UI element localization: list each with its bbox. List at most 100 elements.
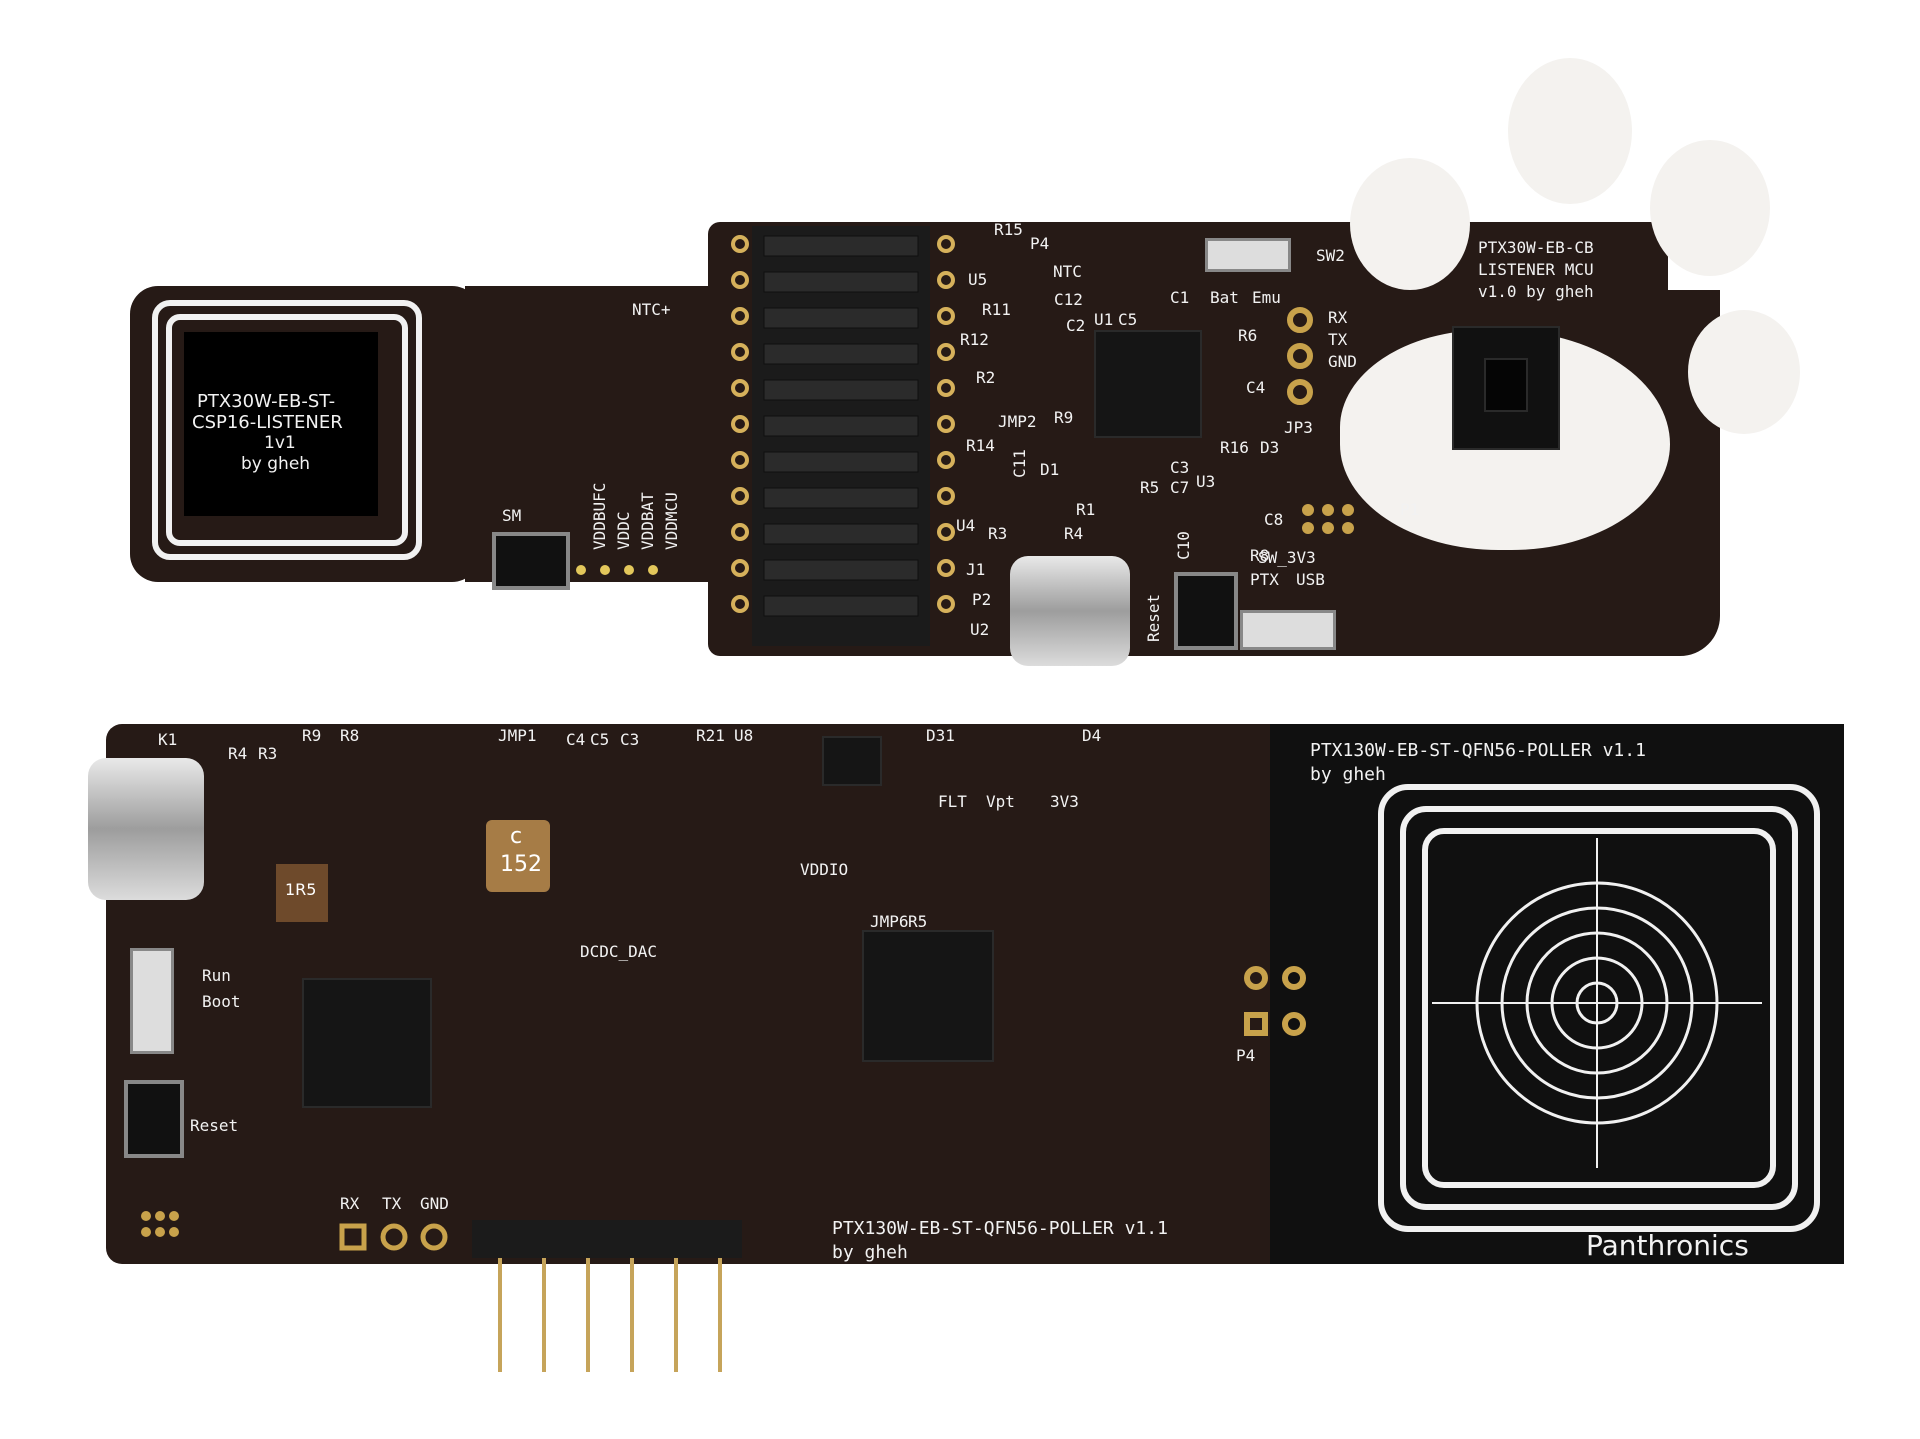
poller-label-run: Run: [202, 966, 231, 985]
poller-target-circles: [1432, 838, 1762, 1168]
listener-ptx-label: PTX: [1250, 570, 1279, 589]
poller-label-boot: Boot: [202, 992, 241, 1011]
designator-r1: R1: [1076, 500, 1096, 519]
poller-antenna-coil-outer: [1378, 784, 1820, 1232]
listener-ntc-label: NTC: [1053, 262, 1082, 281]
designator-u5: U5: [968, 270, 988, 289]
designator-p2: P2: [972, 590, 992, 609]
mcu-label-line1: PTX30W-EB-CB: [1478, 238, 1594, 257]
poller-nfc-ic: [862, 930, 994, 1062]
designator-u2: U2: [970, 620, 990, 639]
poller-antenna-coil-middle: [1400, 806, 1798, 1210]
poller-label-gnd: GND: [420, 1194, 449, 1213]
poller-designator-jmp1: JMP1: [498, 726, 537, 745]
designator-c3: C3: [1170, 458, 1190, 477]
listener-slide-switch-bottom[interactable]: [1240, 610, 1336, 650]
designator-r5: R5: [1140, 478, 1160, 497]
paw-toe-1: [1350, 158, 1470, 290]
listener-sensor-ic: [1484, 358, 1528, 412]
designator-d3: D3: [1260, 438, 1280, 457]
designator-u1: U1: [1094, 310, 1114, 329]
poller-label-vddio: VDDIO: [800, 860, 849, 879]
poller-run-boot-switch[interactable]: [130, 948, 174, 1054]
designator-r4: R4: [1064, 524, 1084, 543]
designator-r2: R2: [976, 368, 996, 387]
poller-label-rx: RX: [340, 1194, 360, 1213]
listener-vdd-label-2: VDDC: [614, 511, 633, 550]
antenna-coil-middle: [166, 314, 408, 546]
antenna-fill: [184, 332, 378, 516]
antenna-label-line2: CSP16-LISTENER: [192, 412, 343, 433]
designator-r14: R14: [966, 436, 995, 455]
designator-c12: C12: [1054, 290, 1083, 309]
poller-usb-c-port[interactable]: [88, 758, 204, 900]
designator-j1: J1: [966, 560, 986, 579]
poller-designator-r9: R9: [302, 726, 322, 745]
poller-label-vpt: Vpt: [986, 792, 1015, 811]
poller-inductor-l2: [276, 864, 328, 922]
poller-title-right-line1: PTX130W-EB-ST-QFN56-POLLER v1.1: [1310, 740, 1646, 761]
listener-reset-button[interactable]: [1174, 572, 1238, 650]
designator-r11: R11: [982, 300, 1011, 319]
poller-rf-pads: [1244, 966, 1306, 1036]
poller-title-right-line2: by gheh: [1310, 764, 1386, 785]
designator-r3: R3: [988, 524, 1008, 543]
listener-pin-header-rows: [763, 235, 919, 617]
poller-designator-c4: C4: [566, 730, 586, 749]
poller-inductor-l1-top: c: [510, 824, 523, 849]
designator-d1: D1: [1040, 460, 1060, 479]
poller-designator-d4: D4: [1082, 726, 1102, 745]
poller-designator-r8: R8: [340, 726, 360, 745]
listener-reset-label: Reset: [1144, 593, 1163, 642]
poller-designator-u8: U8: [734, 726, 754, 745]
listener-bat-label: Bat: [1210, 288, 1239, 307]
poller-reset-button[interactable]: [124, 1080, 184, 1158]
listener-slide-switch-top[interactable]: [1205, 238, 1291, 272]
antenna-label-line3: 1v1: [264, 433, 296, 453]
paw-toe-3: [1650, 140, 1770, 276]
antenna-label-line1: PTX30W-EB-ST-: [197, 391, 336, 412]
listener-vdd-label-1: VDDBUFC: [590, 482, 609, 550]
designator-c4: C4: [1246, 378, 1266, 397]
poller-inductor-l2-label: 1R5: [285, 880, 317, 899]
antenna-label-line4: by gheh: [241, 454, 311, 474]
poller-pin-header: [472, 1220, 742, 1258]
poller-designator-r21: R21: [696, 726, 725, 745]
designator-c5: C5: [1118, 310, 1138, 329]
poller-designator-u5: R5: [908, 912, 928, 931]
poller-brand: Panthronics: [1586, 1229, 1749, 1262]
poller-designator-d31: D31: [926, 726, 955, 745]
listener-sm-button[interactable]: [492, 532, 570, 590]
poller-antenna-area: [1270, 724, 1844, 1264]
designator-u3: U3: [1196, 472, 1216, 491]
designator-r9: R9: [1054, 408, 1074, 427]
poller-label-3v3: 3V3: [1050, 792, 1079, 811]
poller-antenna-coil-inner: [1422, 828, 1776, 1188]
designator-c1: C1: [1170, 288, 1190, 307]
listener-usb-c-port[interactable]: [1010, 556, 1130, 666]
designator-jp3: JP3: [1284, 418, 1313, 437]
designator-c10: C10: [1174, 531, 1193, 560]
designator-p1: P1: [1400, 500, 1420, 519]
poller-uart-pads: [339, 1223, 448, 1251]
designator-sw2: SW2: [1316, 246, 1345, 265]
designator-r8: R8: [1250, 546, 1270, 565]
designator-r15: R15: [994, 220, 1023, 239]
poller-small-ic: [822, 736, 882, 786]
poller-mcu: [302, 978, 432, 1108]
paw-toe-2: [1508, 58, 1632, 204]
poller-designator-k1: K1: [158, 730, 178, 749]
designator-c8: C8: [1264, 510, 1284, 529]
listener-probe-pads: [1302, 504, 1354, 534]
mcu-label-line2: LISTENER MCU: [1478, 260, 1594, 279]
poller-label-dcdc-dac: DCDC_DAC: [580, 942, 658, 961]
listener-gnd-label: GND: [1328, 352, 1357, 371]
listener-vdd-label-4: VDDMCU: [662, 492, 681, 550]
poller-designator-r4: R4: [228, 744, 248, 763]
poller-label-tx: TX: [382, 1194, 402, 1213]
poller-designator-r3: R3: [258, 744, 278, 763]
designator-p4: P4: [1030, 234, 1050, 253]
designator-c2: C2: [1066, 316, 1086, 335]
designator-c7: C7: [1170, 478, 1190, 497]
listener-tx-label: TX: [1328, 330, 1348, 349]
